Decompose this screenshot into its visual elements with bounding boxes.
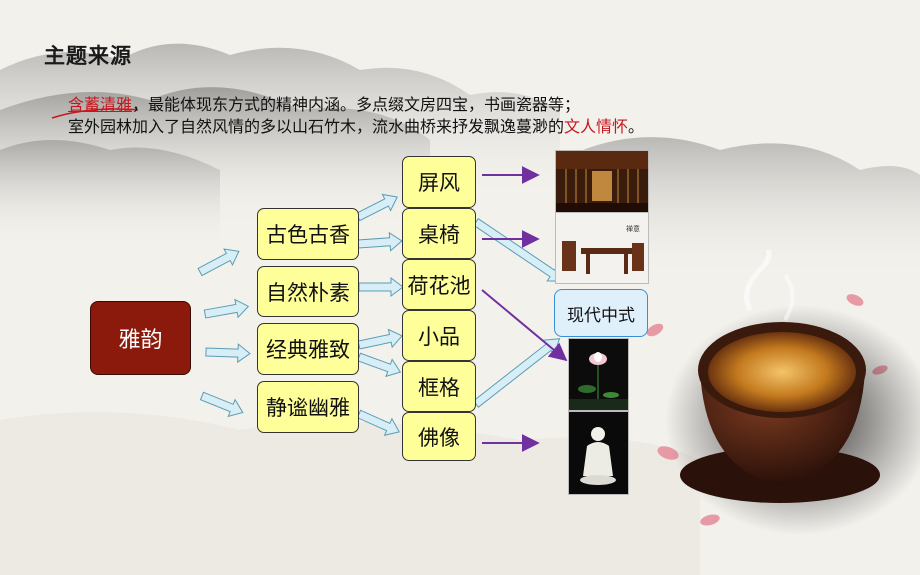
- highlight-literati-sentiment: 文人情怀: [564, 117, 629, 136]
- node-kuangge: 框格: [402, 361, 476, 412]
- node-xiaopin-label: 小品: [418, 324, 460, 349]
- svg-text:禅意: 禅意: [626, 224, 640, 233]
- node-modern-chinese-label: 现代中式: [567, 305, 635, 326]
- node-hehuachi-label: 荷花池: [407, 273, 471, 298]
- page-title: 主题来源: [44, 43, 132, 68]
- node-jingmi: 静谧幽雅: [257, 381, 359, 433]
- highlight-elegance: 含蓄清雅: [68, 95, 133, 114]
- chinese-table-chairs-photo: 禅意: [555, 212, 649, 284]
- node-zhuoyi: 桌椅: [402, 208, 476, 259]
- node-gusegu: 古色古香: [257, 208, 359, 260]
- tea-cup-illustration: [665, 250, 920, 535]
- description-line-1: 含蓄清雅，最能体现东方式的精神内涵。多点缀文房四宝，书画瓷器等；: [68, 94, 644, 116]
- red-underline-decoration: [51, 108, 139, 119]
- node-jingdian-label: 经典雅致: [266, 338, 350, 362]
- node-xiaopin: 小品: [402, 310, 476, 361]
- node-zhuoyi-label: 桌椅: [418, 222, 460, 247]
- node-gusegu-label: 古色古香: [266, 223, 350, 247]
- node-kuangge-label: 框格: [418, 375, 460, 400]
- node-jingdian: 经典雅致: [257, 323, 359, 375]
- description-line-2-text: 室外园林加入了自然风情的多以山石竹木，流水曲桥来抒发飘逸蔓渺的: [68, 117, 565, 136]
- node-root: 雅韵: [90, 301, 191, 375]
- node-foxiang: 佛像: [402, 412, 476, 461]
- node-jingmi-label: 静谧幽雅: [266, 396, 350, 420]
- lotus-pond-photo: [568, 338, 629, 411]
- node-ziran-label: 自然朴素: [266, 280, 350, 305]
- node-hehuachi: 荷花池: [402, 259, 476, 310]
- buddha-statue-photo: [568, 411, 629, 495]
- node-foxiang-label: 佛像: [418, 425, 460, 450]
- description-line-1-text: ，最能体现东方式的精神内涵。多点缀文房四宝，书画瓷器等；: [132, 95, 581, 114]
- description-text: 含蓄清雅，最能体现东方式的精神内涵。多点缀文房四宝，书画瓷器等； 室外园林加入了…: [68, 94, 644, 138]
- node-modern-chinese: 现代中式: [554, 289, 648, 337]
- description-line-2: 室外园林加入了自然风情的多以山石竹木，流水曲桥来抒发飘逸蔓渺的文人情怀。: [68, 116, 644, 138]
- node-pingfeng-label: 屏风: [418, 171, 460, 195]
- node-pingfeng: 屏风: [402, 156, 476, 208]
- node-ziran: 自然朴素: [257, 266, 359, 317]
- node-root-label: 雅韵: [118, 328, 163, 353]
- description-line-2-end: 。: [628, 117, 645, 136]
- screen-room-photo: [555, 150, 649, 213]
